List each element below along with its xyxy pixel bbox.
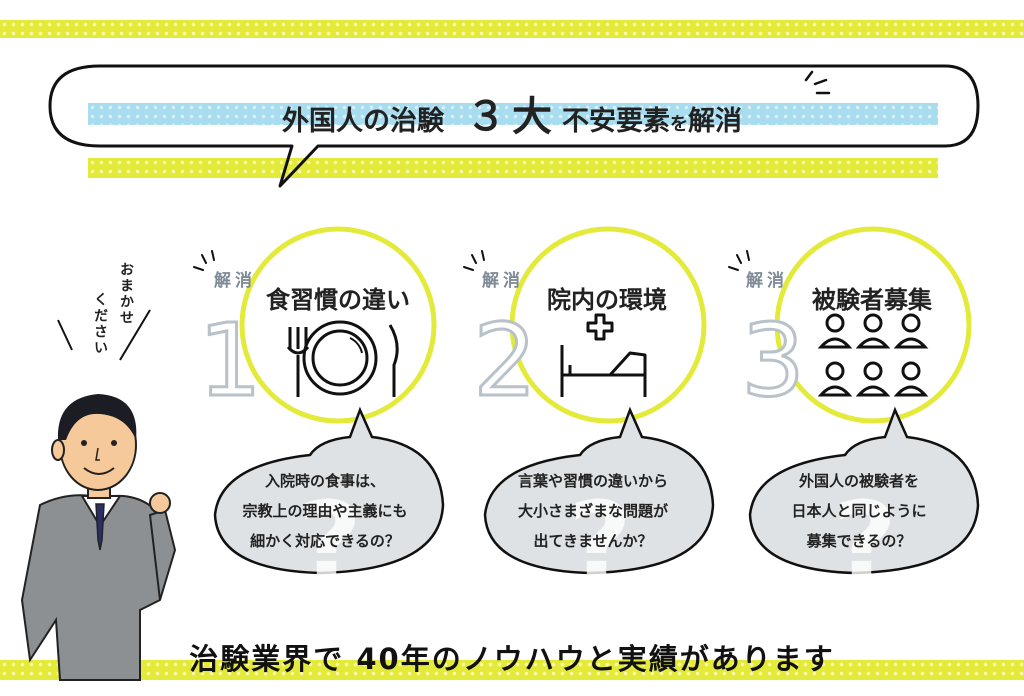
bottom-dotted-stripe <box>0 660 1024 680</box>
item3-question: 外国人の被験者を 日本人と同じように 募集できるの？ <box>744 466 974 556</box>
item2-line2: 大小さまざまな問題が <box>517 502 668 520</box>
headline-part3: 解消 <box>688 106 742 137</box>
headline-highlight <box>88 103 938 125</box>
item2-graphic: ? 2 <box>463 226 715 605</box>
item1-kaisho-label: 解消 <box>214 271 256 291</box>
speech-line2: ください <box>92 292 108 356</box>
item2-line3: 出てきませんか？ <box>533 532 653 550</box>
item1-line3: 細かく対応できるの？ <box>250 532 400 550</box>
item2-kaisho-label: 解消 <box>482 271 524 291</box>
item2-number: 2 <box>473 302 537 419</box>
item1-title: 食習慣の違い <box>266 286 410 314</box>
tagline: 治験業界で 40年のノウハウと実績があります <box>189 642 835 676</box>
item1-question: 入院時の食事は、 宗教上の理由や主義にも 細かく対応できるの？ <box>210 466 440 556</box>
cutlery-plate-icon <box>286 320 399 397</box>
item1-number: 1 <box>198 302 262 419</box>
item3-line3: 募集できるの？ <box>806 532 912 550</box>
item3-kaisho-label: 解消 <box>746 271 788 291</box>
businessman-illustration <box>20 309 177 681</box>
svg-text:?: ? <box>298 478 362 605</box>
item3-line2: 日本人と同じように <box>791 502 927 520</box>
svg-text:?: ? <box>568 478 632 605</box>
item2-question: 言葉や習慣の違いから 大小さまざまな問題が 出てきませんか？ <box>478 466 708 556</box>
svg-text:?: ? <box>833 478 897 605</box>
hospital-bed-icon <box>560 313 647 397</box>
item1-line1: 入院時の食事は、 <box>264 472 385 490</box>
item3-title: 被験者募集 <box>812 286 932 314</box>
item3-graphic: ? 3 <box>728 226 980 605</box>
item3-number: 3 <box>741 302 805 419</box>
page-title: 外国人の治験 ３大不安要素を解消 <box>0 84 1024 142</box>
headline-number: ３大 <box>466 94 558 140</box>
item2-line1: 言葉や習慣の違いから <box>517 472 668 490</box>
item3-line1: 外国人の被験者を <box>798 472 919 490</box>
item2-title: 院内の環境 <box>547 286 667 314</box>
headline-particle: を <box>670 114 688 135</box>
headline-part2: 不安要素 <box>562 106 670 137</box>
headline-part1: 外国人の治験 <box>282 106 444 137</box>
people-group-icon <box>817 313 929 397</box>
headline-bubble <box>48 64 980 188</box>
emphasis-marks-icon <box>804 70 831 95</box>
speech-line1: おまかせ <box>118 262 134 326</box>
item1-line2: 宗教上の理由や主義にも <box>242 502 408 520</box>
top-dotted-stripe <box>0 20 1024 38</box>
item1-graphic: ? 1 <box>193 226 445 605</box>
